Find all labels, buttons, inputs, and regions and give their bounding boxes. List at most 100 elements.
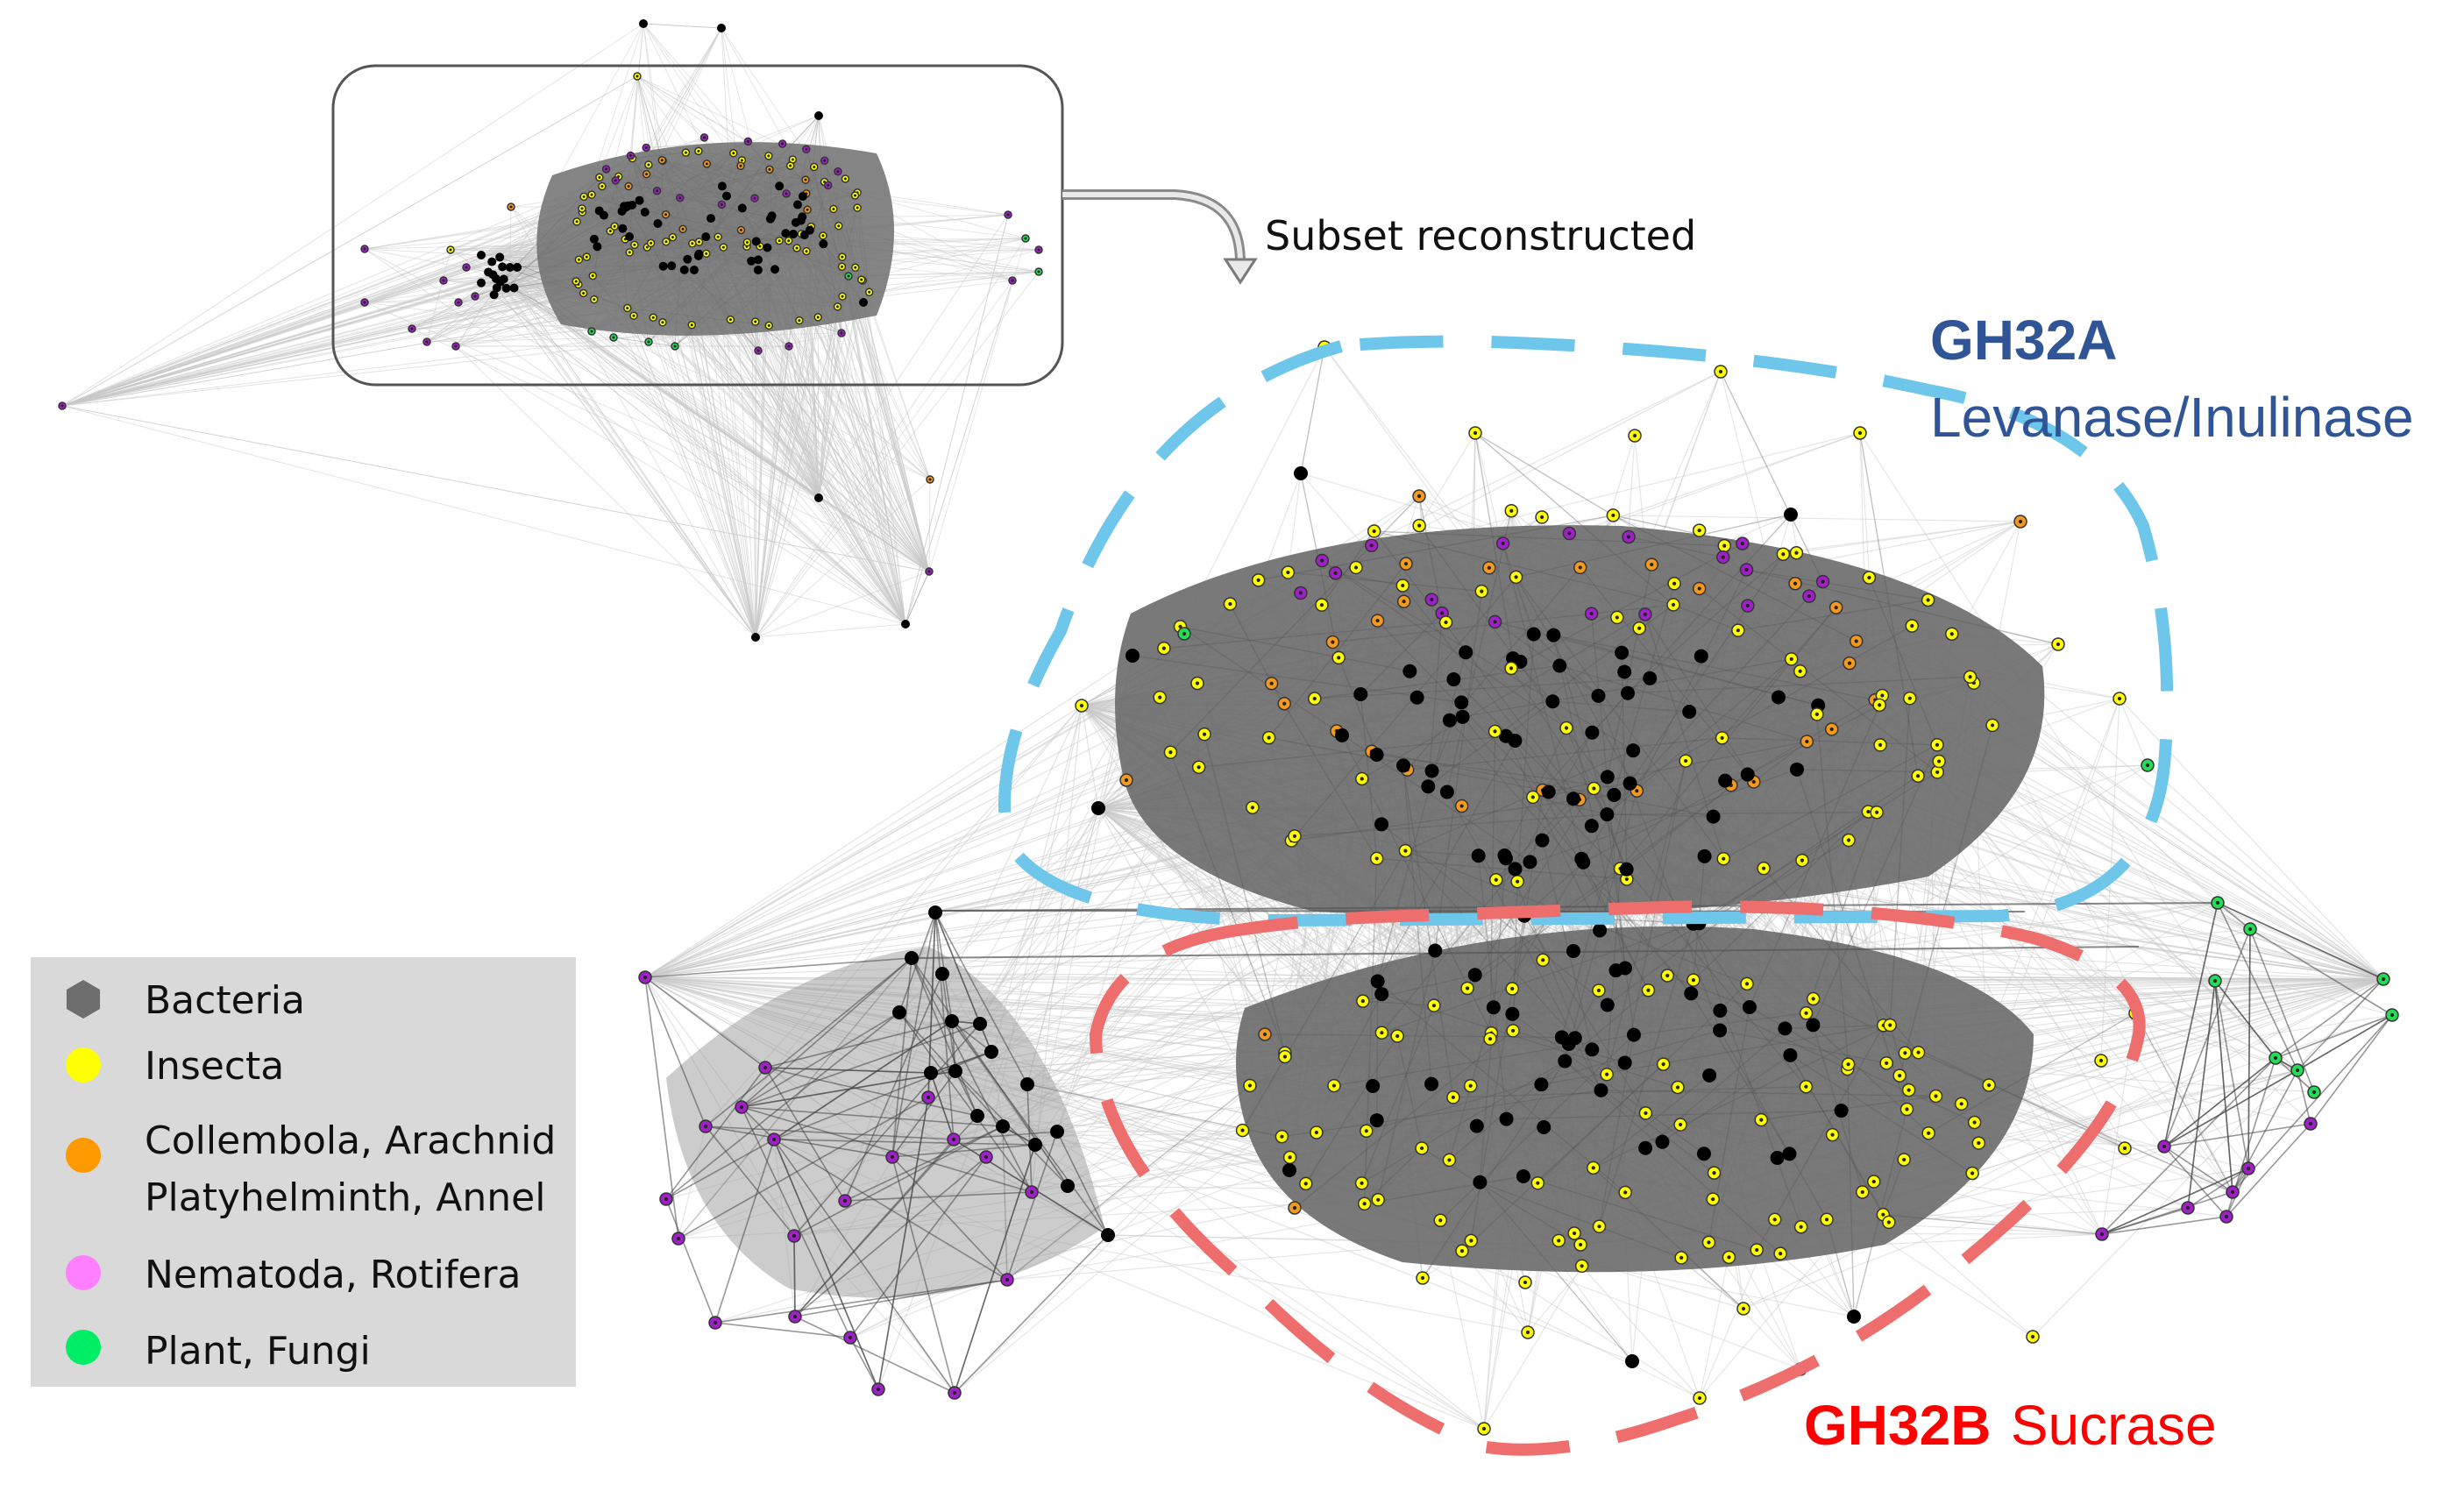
nematoda-node (699, 133, 709, 142)
edge (898, 1012, 1033, 1193)
bacteria-node (476, 278, 486, 288)
edge (794, 1156, 987, 1317)
insecta-node (1518, 1275, 1532, 1289)
insecta-node (1776, 547, 1791, 561)
nematoda-node (925, 567, 934, 576)
nematoda-node (785, 342, 793, 351)
edge (1749, 1006, 1849, 1065)
insecta-node (1536, 953, 1550, 967)
edge (1338, 657, 1378, 756)
edge (1480, 1182, 1682, 1259)
gh32b-label: GH32B Sucrase (1804, 1394, 2217, 1457)
insecta-node (1667, 577, 1681, 591)
insecta-node (726, 315, 735, 324)
insecta-node (1872, 698, 1886, 713)
legend-item: Insecta (66, 1044, 284, 1089)
insecta-node (2051, 637, 2065, 651)
bacteria-node (1789, 762, 1804, 777)
insecta-node (834, 221, 843, 231)
insecta-node (1716, 851, 1731, 866)
edge (764, 1067, 932, 1074)
edge (1483, 1265, 1583, 1430)
nematoda-node (1424, 593, 1439, 607)
nematoda-node (767, 1132, 781, 1147)
gh32a-outline (998, 335, 2174, 927)
edge (714, 1322, 851, 1338)
edge (755, 623, 906, 638)
edge (1405, 849, 1479, 856)
edge (1478, 855, 1602, 1091)
insecta-node (1715, 731, 1729, 745)
nematoda-node (820, 156, 829, 165)
nematoda-node (750, 194, 759, 202)
insecta-node (1879, 1056, 1893, 1070)
nematoda-node (1562, 526, 1577, 541)
bacteria-node (984, 1045, 998, 1059)
edge (1532, 796, 1608, 815)
gh32b-outline (1089, 900, 2146, 1456)
edge (1888, 978, 2384, 1223)
main-nodes (638, 340, 2399, 1436)
bacteria-node (1682, 705, 1697, 720)
edge (1516, 634, 1535, 882)
edge (1374, 530, 1580, 800)
edge (1719, 1030, 1828, 1220)
nematoda-node (1364, 538, 1379, 553)
insecta-node (1354, 1176, 1369, 1190)
insecta-node (1882, 1215, 1896, 1230)
nematoda-node (1000, 1273, 1014, 1287)
edge (426, 287, 498, 343)
bacteria-node (1778, 1021, 1793, 1036)
edge (61, 278, 504, 407)
insecta-node (833, 302, 842, 311)
edge (1593, 1167, 1744, 1310)
edge (2032, 978, 2384, 1338)
insecta-node (1416, 1271, 1430, 1285)
insecta-node (1427, 998, 1441, 1012)
plant-node (1021, 234, 1030, 243)
nematoda-node (802, 145, 811, 154)
edge (817, 316, 820, 499)
bacteria-node (1742, 1000, 1757, 1015)
insecta-node (1299, 1176, 1313, 1191)
edge (1381, 868, 1516, 1033)
insecta-node (1592, 1219, 1607, 1233)
edge (1321, 559, 1567, 729)
edge (364, 248, 906, 625)
edge (1614, 625, 1913, 796)
insecta-node (1750, 1243, 1764, 1257)
bacteria-node (1576, 855, 1591, 870)
insecta-node (1638, 1106, 1653, 1120)
insecta-node (1464, 1233, 1479, 1248)
edge (455, 345, 756, 638)
bacteria-node (1516, 1169, 1530, 1184)
legend-label: Insecta (145, 1044, 284, 1089)
edge (426, 287, 498, 343)
insecta-node (784, 236, 793, 245)
bacteria-node (1471, 848, 1486, 863)
edge (1899, 725, 1993, 1076)
edge (1505, 735, 1601, 931)
edge (644, 957, 912, 978)
insecta-node (1510, 874, 1524, 889)
edge (1743, 1091, 2315, 1310)
insecta-node (1714, 365, 1728, 379)
insecta-node (850, 191, 860, 200)
edge (1812, 744, 1938, 1026)
edge (1291, 794, 1615, 841)
edge (1374, 495, 1420, 532)
edge (500, 281, 756, 638)
bacteria-node (593, 242, 602, 252)
insecta-node (644, 160, 653, 169)
nematoda-node (408, 324, 416, 333)
edge (905, 571, 930, 625)
edge (794, 1316, 955, 1394)
plant-node (587, 327, 596, 336)
edge (714, 1139, 775, 1324)
bacteria-node (1626, 1027, 1641, 1042)
edge (643, 23, 722, 29)
insecta-node (1954, 1097, 1969, 1111)
insecta-node (1288, 829, 1302, 843)
bacteria-node (1374, 817, 1389, 832)
legend-item: Nematoda, Rotifera (66, 1253, 521, 1297)
